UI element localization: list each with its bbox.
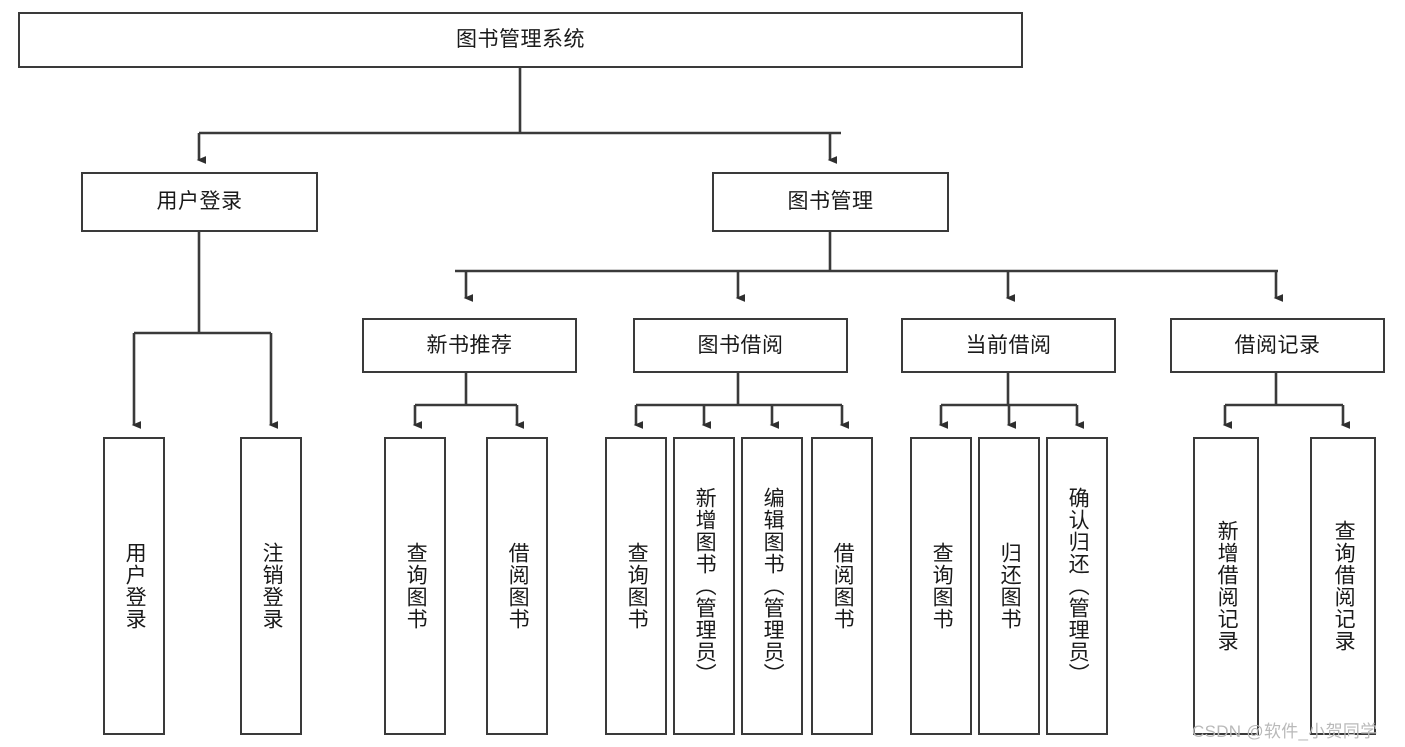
node-leaf-user-login-label: 用户登录 — [123, 542, 147, 630]
node-leaf-return-book[interactable]: 归还图书 — [978, 437, 1040, 735]
node-leaf-borrow-book-1-label: 借阅图书 — [506, 542, 530, 630]
node-leaf-query-book-2-label: 查询图书 — [625, 542, 649, 630]
node-book-borrow[interactable]: 图书借阅 — [633, 318, 848, 373]
node-leaf-query-record[interactable]: 查询借阅记录 — [1310, 437, 1376, 735]
node-current-borrow[interactable]: 当前借阅 — [901, 318, 1116, 373]
node-leaf-confirm-return[interactable]: 确认归还（管理员） — [1046, 437, 1108, 735]
node-leaf-query-book-3-label: 查询图书 — [930, 542, 954, 630]
node-leaf-borrow-book-2[interactable]: 借阅图书 — [811, 437, 873, 735]
node-user-login-label: 用户登录 — [156, 190, 243, 214]
node-user-login[interactable]: 用户登录 — [81, 172, 318, 232]
node-book-manage-label: 图书管理 — [787, 190, 874, 214]
node-borrow-record-label: 借阅记录 — [1234, 333, 1321, 357]
node-root[interactable]: 图书管理系统 — [18, 12, 1023, 68]
node-leaf-confirm-return-label: 确认归还（管理员） — [1066, 487, 1090, 685]
node-new-book-rec[interactable]: 新书推荐 — [362, 318, 577, 373]
node-leaf-add-book[interactable]: 新增图书（管理员） — [673, 437, 735, 735]
watermark-text: CSDN @软件_小贺同学 — [1192, 722, 1378, 741]
node-leaf-query-book-1-label: 查询图书 — [404, 542, 428, 630]
node-leaf-borrow-book-2-label: 借阅图书 — [831, 542, 855, 630]
node-leaf-query-book-1[interactable]: 查询图书 — [384, 437, 446, 735]
node-leaf-add-record-label: 新增借阅记录 — [1215, 520, 1239, 652]
node-leaf-borrow-book-1[interactable]: 借阅图书 — [486, 437, 548, 735]
node-leaf-return-book-label: 归还图书 — [998, 542, 1022, 630]
node-leaf-edit-book[interactable]: 编辑图书（管理员） — [741, 437, 803, 735]
node-leaf-query-record-label: 查询借阅记录 — [1332, 520, 1356, 652]
node-book-borrow-label: 图书借阅 — [697, 333, 784, 357]
node-leaf-logout-label: 注销登录 — [260, 542, 284, 630]
node-root-label: 图书管理系统 — [456, 28, 585, 52]
node-book-manage[interactable]: 图书管理 — [712, 172, 949, 232]
node-leaf-add-book-label: 新增图书（管理员） — [693, 487, 717, 685]
node-leaf-query-book-2[interactable]: 查询图书 — [605, 437, 667, 735]
node-new-book-rec-label: 新书推荐 — [426, 333, 513, 357]
node-leaf-edit-book-label: 编辑图书（管理员） — [761, 487, 785, 685]
watermark-label: CSDN @软件_小贺同学 — [1192, 717, 1378, 742]
node-leaf-query-book-3[interactable]: 查询图书 — [910, 437, 972, 735]
node-leaf-user-login[interactable]: 用户登录 — [103, 437, 165, 735]
node-leaf-add-record[interactable]: 新增借阅记录 — [1193, 437, 1259, 735]
node-leaf-logout[interactable]: 注销登录 — [240, 437, 302, 735]
node-borrow-record[interactable]: 借阅记录 — [1170, 318, 1385, 373]
node-current-borrow-label: 当前借阅 — [965, 333, 1052, 357]
